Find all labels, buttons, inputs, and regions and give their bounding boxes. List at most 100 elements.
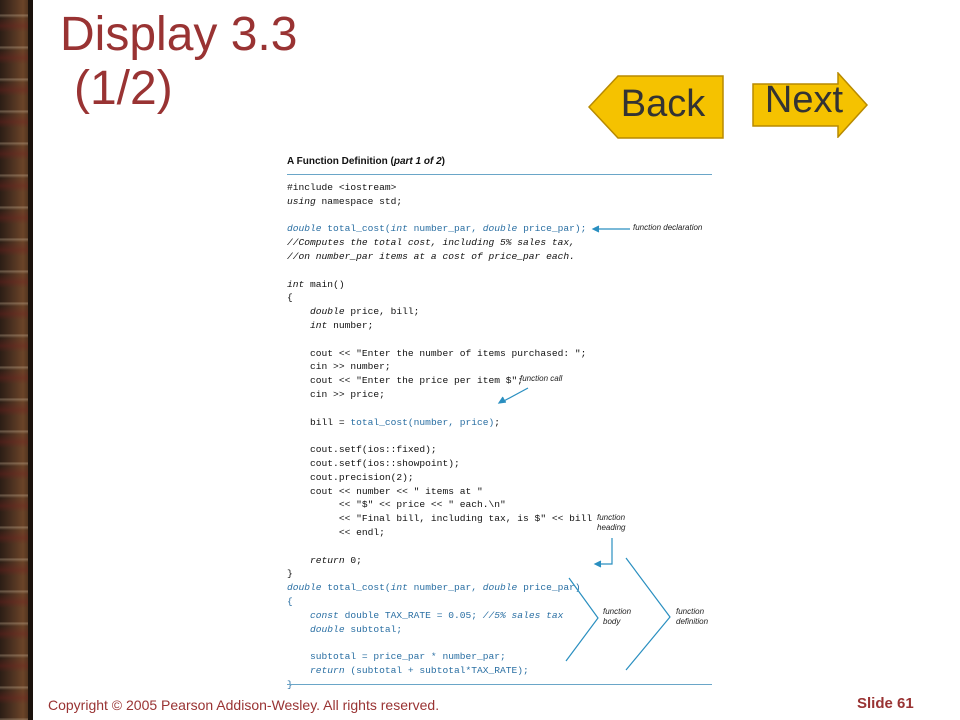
code-token: return <box>310 664 345 676</box>
code-token: price_par) <box>517 582 581 594</box>
code-line: cout.setf(ios::fixed); <box>287 443 592 457</box>
code-line: using namespace std; <box>287 195 592 209</box>
code-token: using <box>287 195 316 207</box>
back-button[interactable]: Back <box>588 75 724 139</box>
code-token <box>287 555 310 566</box>
code-token: << "$" << price << " each.\n" <box>287 499 506 511</box>
code-line: subtotal = price_par * number_par; <box>287 650 592 664</box>
code-line: const double TAX_RATE = 0.05; //5% sales… <box>287 609 592 623</box>
code-line <box>287 636 592 650</box>
next-button-label: Next <box>764 79 844 121</box>
code-token: number; <box>327 319 374 331</box>
code-token <box>287 320 310 331</box>
slide-title: Display 3.3 (1/2) <box>60 8 297 116</box>
code-token: cout.precision(2); <box>287 471 414 483</box>
code-token: double <box>482 223 518 235</box>
code-token: number_par, <box>407 582 483 594</box>
code-line <box>287 540 592 554</box>
code-line: cin >> price; <box>287 388 592 402</box>
code-line: return (subtotal + subtotal*TAX_RATE); <box>287 664 592 678</box>
code-line <box>287 209 592 223</box>
display-title: A Function Definition (part 1 of 2) <box>287 156 445 167</box>
code-line: cout << "Enter the price per item $"; <box>287 374 592 388</box>
code-token: << "Final bill, including tax, is $" << … <box>287 513 593 525</box>
code-token: //on number_par items at a cost of price… <box>287 250 575 262</box>
code-token: double TAX_RATE = 0.05; <box>338 609 483 621</box>
code-line: int number; <box>287 319 592 333</box>
code-token: int <box>390 223 408 235</box>
title-line-2: (1/2) <box>74 62 173 115</box>
code-token: subtotal; <box>344 623 403 635</box>
code-line: { <box>287 595 592 609</box>
code-token: total_cost( <box>321 582 391 594</box>
code-line: bill = total_cost(number, price); <box>287 416 592 430</box>
code-line: #include <iostream> <box>287 181 592 195</box>
code-token: const <box>310 609 339 621</box>
code-token: //Computes the total cost, including 5% … <box>287 237 575 249</box>
code-line: { <box>287 291 592 305</box>
code-token: double <box>310 306 345 318</box>
code-line: //on number_par items at a cost of price… <box>287 250 592 264</box>
code-token: cin >> number; <box>287 361 391 373</box>
code-token: total_cost( <box>321 223 391 235</box>
code-token: { <box>287 292 293 304</box>
slide-number: Slide 61 <box>857 695 914 712</box>
code-listing: #include <iostream>using namespace std; … <box>287 181 592 691</box>
code-line: cin >> number; <box>287 360 592 374</box>
annotation-heading-line2: heading <box>597 523 626 532</box>
decorative-side-strip <box>0 0 33 720</box>
code-token: double <box>287 582 322 594</box>
code-line: int main() <box>287 278 592 292</box>
title-line-1: Display 3.3 <box>60 8 298 61</box>
code-line: double total_cost(int number_par, double… <box>287 581 592 595</box>
annotation-function-definition: function definition <box>676 607 708 627</box>
display-figure: A Function Definition (part 1 of 2) #inc… <box>287 152 713 690</box>
annotation-heading-line1: function <box>597 513 626 522</box>
code-line <box>287 264 592 278</box>
code-token: cout.setf(ios::showpoint); <box>287 457 460 469</box>
display-top-rule <box>287 174 712 175</box>
code-token: bill = <box>287 416 351 428</box>
code-token: price_par); <box>517 223 587 235</box>
code-token: ; <box>494 416 501 428</box>
display-title-close: ) <box>441 156 445 167</box>
code-token: int <box>310 319 328 331</box>
code-token <box>287 306 310 317</box>
code-line: cout << number << " items at " <box>287 485 592 499</box>
annotation-definition-line1: function <box>676 607 705 616</box>
back-arrow-icon <box>588 75 724 139</box>
code-token: price, bill; <box>344 306 420 318</box>
code-token: int <box>390 582 408 594</box>
code-line: } <box>287 567 592 581</box>
annotation-body-line1: function <box>603 607 632 616</box>
code-token <box>287 624 310 635</box>
code-line: double price, bill; <box>287 305 592 319</box>
next-button[interactable]: Next <box>752 72 868 138</box>
display-bottom-rule <box>287 684 712 685</box>
code-token: << endl; <box>287 526 385 538</box>
code-token: (subtotal + subtotal*TAX_RATE); <box>344 664 529 676</box>
code-line: cout.precision(2); <box>287 471 592 485</box>
code-token: double <box>310 623 345 635</box>
next-arrow-icon <box>752 72 868 138</box>
code-token <box>287 610 310 621</box>
annotation-body-line2: body <box>603 617 621 626</box>
back-button-label: Back <box>620 83 706 125</box>
code-token: int <box>287 278 305 290</box>
code-line: //Computes the total cost, including 5% … <box>287 236 592 250</box>
code-line: << "Final bill, including tax, is $" << … <box>287 512 592 526</box>
code-token: 0; <box>344 554 362 566</box>
code-token: cout.setf(ios::fixed); <box>287 444 437 456</box>
code-token: double <box>287 223 322 235</box>
code-token: number_par, <box>407 223 483 235</box>
code-line <box>287 402 592 416</box>
display-title-part: part 1 of 2 <box>393 156 442 167</box>
annotation-function-heading: function heading <box>597 513 625 533</box>
annotation-function-body: function body <box>603 607 631 627</box>
code-token: namespace std; <box>315 195 403 207</box>
code-line: cout << "Enter the number of items purch… <box>287 347 592 361</box>
copyright-footer: Copyright © 2005 Pearson Addison-Wesley.… <box>48 697 440 713</box>
code-token: double <box>482 582 518 594</box>
code-token: total_cost(number, price) <box>350 416 495 428</box>
code-token: cout << number << " items at " <box>287 485 483 497</box>
